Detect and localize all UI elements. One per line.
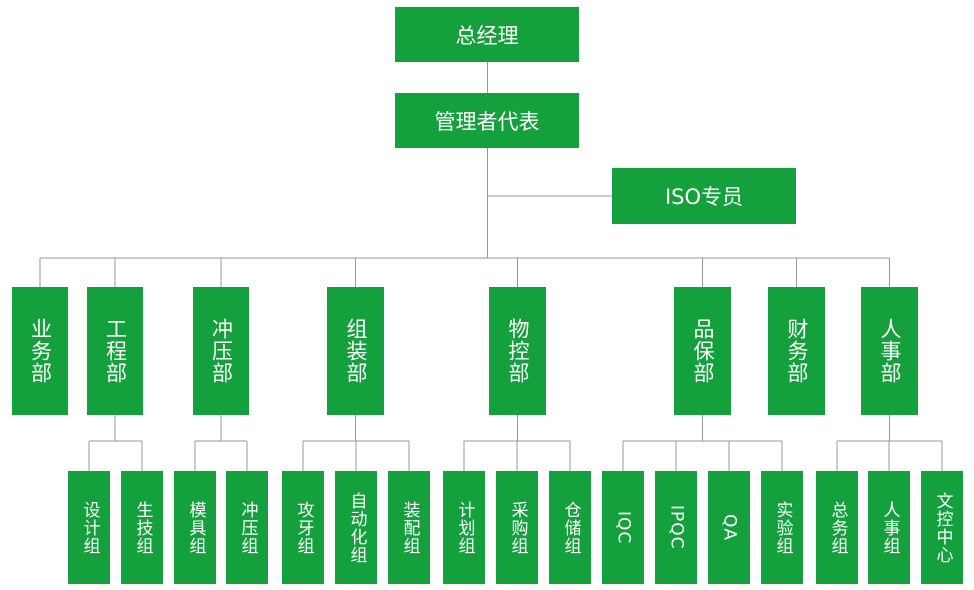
group-box: 文控中心 (921, 471, 963, 584)
group-box: 自动化组 (335, 471, 377, 584)
department-box: 品保部 (674, 287, 731, 415)
iso-specialist-box: ISO专员 (612, 168, 796, 224)
department-label: 工程部 (103, 318, 128, 384)
department-label: 冲压部 (209, 318, 234, 384)
department-box: 组装部 (327, 287, 384, 415)
group-label: 人事组 (879, 500, 900, 555)
group-label: 攻牙组 (293, 500, 314, 555)
department-label: 人事部 (878, 318, 902, 384)
group-label: 生技组 (132, 500, 153, 555)
iso-specialist-label: ISO专员 (664, 185, 744, 209)
department-label: 物控部 (506, 318, 530, 384)
group-label: 自动化组 (346, 491, 367, 564)
group-box: 模具组 (174, 471, 216, 584)
group-label: 采购组 (507, 500, 528, 555)
department-box: 工程部 (87, 287, 143, 415)
group-box: 冲压组 (226, 471, 268, 584)
management-rep-label: 管理者代表 (434, 109, 540, 134)
department-label: 品保部 (691, 318, 715, 384)
group-box: IPQC (655, 471, 697, 584)
general-manager-label: 总经理 (455, 23, 519, 48)
group-box: 人事组 (868, 471, 910, 584)
group-label: 实验组 (772, 500, 793, 555)
group-label: 设计组 (79, 500, 100, 555)
group-label: 总务组 (827, 500, 848, 555)
group-box: 采购组 (496, 471, 538, 584)
department-box: 冲压部 (193, 287, 249, 415)
group-box: 仓储组 (549, 471, 591, 584)
general-manager-box: 总经理 (395, 7, 579, 62)
group-label: 仓储组 (560, 500, 581, 555)
management-rep-box: 管理者代表 (395, 93, 579, 148)
group-label: QA (719, 513, 740, 541)
department-label: 组装部 (344, 318, 368, 384)
group-box: QA (708, 471, 750, 584)
department-label: 财务部 (785, 318, 809, 384)
department-box: 财务部 (768, 287, 825, 415)
group-box: IQC (602, 471, 644, 584)
group-label: IPQC (666, 505, 687, 550)
department-label: 业务部 (28, 318, 53, 384)
group-box: 攻牙组 (282, 471, 324, 584)
department-box: 物控部 (489, 287, 546, 415)
group-label: 装配组 (399, 500, 420, 555)
group-label: 文控中心 (932, 491, 953, 564)
group-box: 实验组 (761, 471, 803, 584)
group-box: 装配组 (388, 471, 430, 584)
group-box: 总务组 (816, 471, 858, 584)
department-box: 人事部 (861, 287, 918, 415)
group-box: 设计组 (68, 471, 110, 584)
group-label: IQC (613, 510, 634, 545)
group-label: 冲压组 (237, 500, 258, 555)
group-box: 生技组 (121, 471, 163, 584)
group-label: 计划组 (454, 500, 475, 555)
group-box: 计划组 (443, 471, 485, 584)
group-label: 模具组 (185, 500, 206, 555)
department-box: 业务部 (12, 287, 68, 415)
